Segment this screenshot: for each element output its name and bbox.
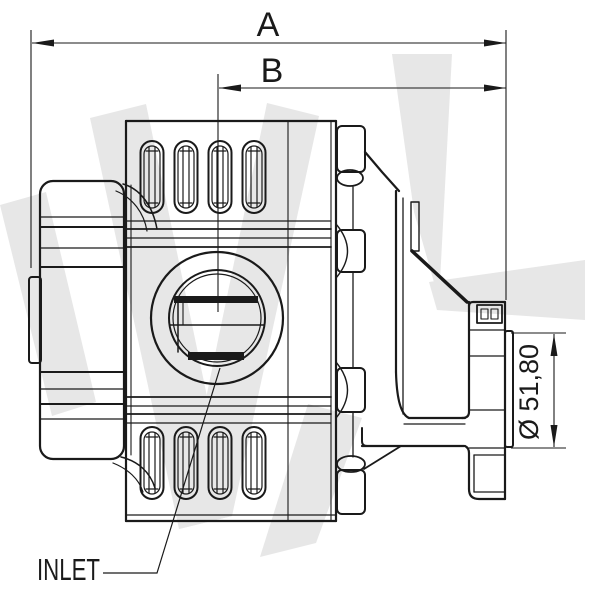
dimension-b-label: B [261,52,284,90]
arrowhead-right [484,40,506,47]
cooling-slot [243,427,266,499]
arrowhead-left [32,40,54,47]
dimension-diameter-label: Ø 51,80 [514,344,544,440]
pilot-spigot [505,331,513,447]
arrowhead-left [219,85,241,92]
arrowhead-up [551,334,558,356]
bell-housing [336,126,467,514]
cooling-slot [175,141,198,213]
arrowhead-right [484,85,506,92]
mounting-flange [462,302,513,499]
cooling-slot [209,141,232,213]
dimension-a-label: A [257,6,280,44]
arrowhead-down [551,425,558,447]
cooling-slot [141,427,164,499]
dimension-diameter: Ø 51,80 [511,333,566,448]
inlet-label: INLET [37,552,100,587]
